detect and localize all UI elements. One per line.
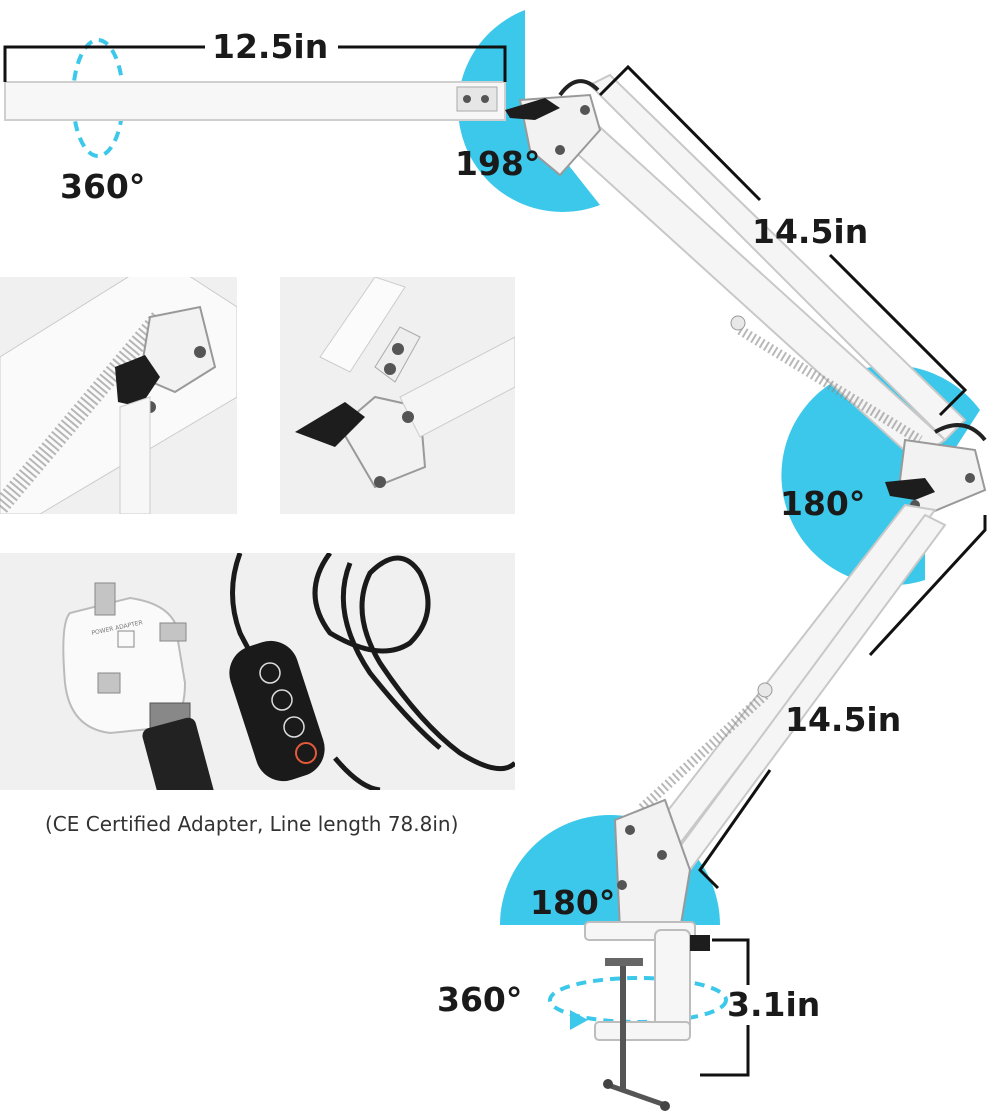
upper-arm-length-label: 14.5in [752, 212, 869, 251]
upper-arm-line [598, 64, 762, 202]
upper-arm [538, 73, 967, 462]
detail-photo-knob-spring [0, 277, 237, 514]
clamp-height-label: 3.1in [727, 985, 821, 1024]
lower-arm-length-label: 14.5in [785, 700, 902, 739]
detail-photo-head-joint [280, 277, 515, 514]
head-length-label: 12.5in [212, 27, 329, 66]
clamp-height-line [712, 938, 750, 985]
elbow-knob [885, 478, 935, 500]
adapter-caption: (CE Certified Adapter, Line length 78.8i… [45, 812, 459, 836]
base-rotation-label: 360° [437, 980, 523, 1019]
lower-arm [643, 503, 947, 872]
lamp-head [4, 81, 506, 121]
base-angle-label: 180° [530, 883, 616, 922]
head-rotation-label: 360° [60, 167, 146, 206]
elbow-angle-label: 180° [780, 484, 866, 523]
head-length-line [3, 45, 205, 82]
adapter-photo: POWER ADAPTER [0, 553, 515, 790]
upper-spring [737, 325, 923, 445]
head-knob [505, 98, 560, 120]
head-joint-angle-label: 198° [455, 144, 541, 183]
lower-arm-line [868, 515, 987, 657]
clamp [584, 921, 696, 1041]
